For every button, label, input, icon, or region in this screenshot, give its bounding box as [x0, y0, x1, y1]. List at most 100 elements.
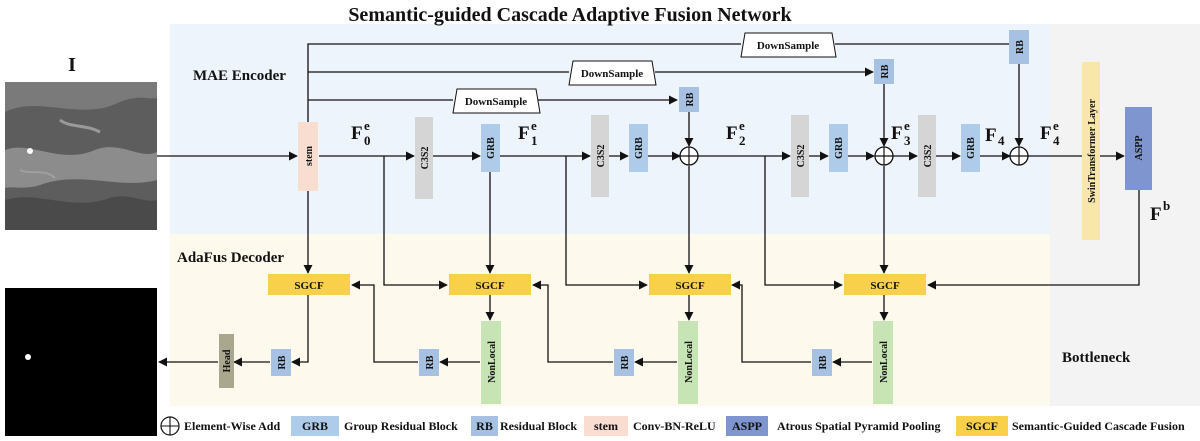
element-wise-add-2 [874, 146, 894, 166]
feature-label-f0e: F e 0 [351, 118, 371, 148]
bottleneck-region [1050, 24, 1200, 406]
legend-sgcf-swatch [956, 416, 1008, 436]
svg-text:F: F [1150, 204, 1162, 225]
nonlocal-block-1: NonLocal [481, 321, 501, 404]
svg-text:e: e [904, 118, 910, 133]
head-block: Head [219, 334, 234, 388]
swin-transformer-block: SwinTransformer Layer [1082, 62, 1100, 240]
sgcf-block-3: SGCF [649, 274, 731, 295]
svg-text:RB: RB [818, 355, 829, 369]
grb-block-4: GRB [961, 124, 980, 172]
legend-stem-label: Conv-BN-ReLU [633, 419, 716, 433]
legend-rb-label: Residual Block [500, 419, 577, 433]
svg-text:F: F [518, 123, 530, 144]
svg-text:C3S2: C3S2 [796, 145, 807, 168]
svg-text:DownSample: DownSample [581, 68, 643, 80]
legend-grb-swatch [291, 416, 339, 436]
svg-text:e: e [531, 118, 537, 133]
svg-text:ASPP: ASPP [732, 419, 762, 433]
svg-text:SGCF: SGCF [475, 280, 505, 292]
svg-text:NonLocal: NonLocal [879, 341, 890, 383]
svg-text:e: e [364, 118, 370, 133]
feature-label-f3e: F e 3 [891, 118, 911, 148]
svg-text:GRB: GRB [486, 137, 497, 159]
svg-text:e: e [739, 118, 745, 133]
c3s2-block-3: C3S2 [791, 115, 809, 197]
svg-text:b: b [1163, 198, 1170, 213]
svg-text:RB: RB [277, 355, 288, 369]
rb-block-encoder-1: RB [679, 87, 699, 112]
element-wise-add-3 [1009, 146, 1029, 166]
svg-text:F: F [726, 123, 738, 144]
legend-add-label: Element-Wise Add [184, 419, 280, 433]
svg-text:C3S2: C3S2 [923, 145, 934, 168]
rb-block-encoder-2: RB [874, 59, 894, 84]
aspp-block: ASPP [1125, 107, 1152, 190]
grb-block-3: GRB [829, 124, 848, 172]
rb-block-decoder-2: RB [614, 349, 634, 376]
svg-text:ASPP: ASPP [1134, 136, 1145, 161]
svg-text:SGCF: SGCF [675, 280, 705, 292]
svg-text:RB: RB [476, 419, 493, 433]
svg-text:Head: Head [222, 349, 233, 372]
input-image [5, 82, 157, 230]
svg-text:C3S2: C3S2 [420, 147, 431, 170]
rb-block-decoder-out: RB [271, 349, 291, 376]
legend-aspp-label: Atrous Spatial Pyramid Pooling [777, 419, 940, 433]
svg-text:SGCF: SGCF [294, 280, 324, 292]
svg-text:SwinTransformer Layer: SwinTransformer Layer [1087, 99, 1098, 203]
feature-label-f4e: F e 4 [1040, 118, 1060, 148]
svg-text:GRB: GRB [302, 419, 328, 433]
stem-block: stem [298, 122, 318, 191]
rb-block-decoder-1: RB [419, 349, 439, 376]
svg-text:GRB: GRB [634, 137, 645, 159]
grb-block-2: GRB [629, 124, 648, 172]
svg-text:RB: RB [425, 355, 436, 369]
feature-label-f1e: F e 1 [518, 118, 538, 148]
grb-block-1: GRB [481, 124, 500, 172]
downsample-1: DownSample [452, 88, 541, 114]
svg-text:SGCF: SGCF [870, 280, 900, 292]
downsample-2: DownSample [568, 60, 657, 86]
c3s2-block-1: C3S2 [415, 117, 433, 199]
svg-text:RB: RB [685, 92, 696, 106]
svg-text:stem: stem [304, 145, 315, 166]
svg-text:SGCF: SGCF [966, 419, 998, 433]
svg-text:F: F [351, 123, 363, 144]
feature-label-fb: F b [1150, 198, 1170, 225]
svg-text:F: F [985, 125, 997, 146]
svg-text:NonLocal: NonLocal [684, 341, 695, 383]
sgcf-block-2: SGCF [449, 274, 531, 295]
encoder-label: MAE Encoder [193, 68, 286, 84]
diagram-title: Semantic-guided Cascade Adaptive Fusion … [348, 4, 792, 26]
legend-stem-swatch [584, 416, 628, 436]
output-mask-image [5, 288, 157, 436]
svg-text:3: 3 [904, 133, 911, 148]
svg-text:GRB: GRB [834, 137, 845, 159]
legend-aspp-swatch [726, 416, 768, 436]
svg-text:stem: stem [594, 419, 618, 433]
feature-label-f4: F 4 [985, 125, 1005, 148]
svg-text:1: 1 [531, 133, 538, 148]
c3s2-block-4: C3S2 [918, 115, 936, 197]
svg-text:RB: RB [880, 64, 891, 78]
legend-grb-label: Group Residual Block [344, 419, 458, 433]
bottleneck-label: Bottleneck [1062, 350, 1131, 366]
svg-text:4: 4 [1053, 133, 1060, 148]
svg-text:C3S2: C3S2 [596, 145, 607, 168]
feature-label-f2e: F e 2 [726, 118, 746, 148]
rb-block-decoder-3: RB [812, 349, 832, 376]
input-image-label: I [68, 54, 76, 76]
svg-text:e: e [1053, 118, 1059, 133]
rb-block-encoder-3: RB [1009, 30, 1029, 64]
element-wise-add-1 [679, 146, 699, 166]
svg-text:4: 4 [998, 133, 1005, 148]
svg-text:GRB: GRB [966, 137, 977, 159]
svg-text:RB: RB [620, 355, 631, 369]
svg-text:DownSample: DownSample [757, 40, 819, 52]
decoder-label: AdaFus Decoder [177, 250, 284, 266]
downsample-3: DownSample [740, 32, 837, 58]
decoder-region [170, 234, 1050, 406]
legend: Element-Wise Add GRB Group Residual Bloc… [160, 416, 1185, 436]
